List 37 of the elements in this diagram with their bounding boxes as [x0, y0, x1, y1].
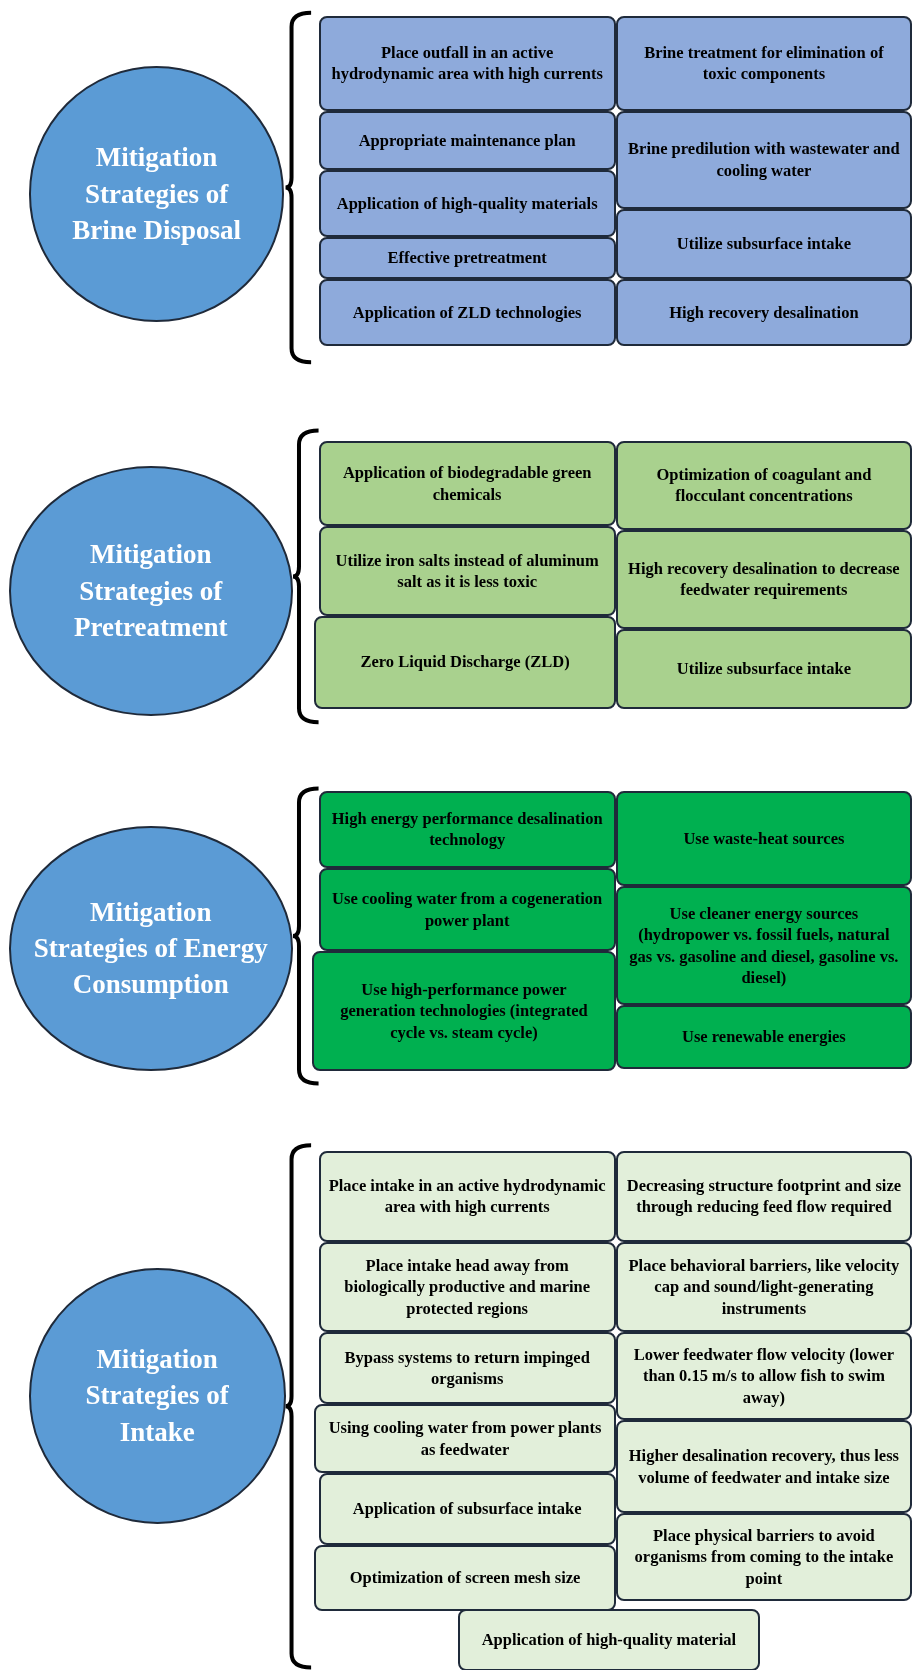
strategy-box: Zero Liquid Discharge (ZLD) — [314, 615, 616, 709]
strategy-box: Higher desalination recovery, thus less volume of feedwater and intake size — [615, 1420, 912, 1513]
strategy-box: Use cooling water from a cogeneration power plant — [318, 868, 616, 952]
category-circle: Mitigation Strategies of Energy Consumption — [8, 825, 293, 1071]
strategy-box: Optimization of coagulant and flocculant concentrations — [615, 441, 912, 530]
strategy-box: Decreasing structure footprint and size through reducing feed flow required — [615, 1150, 912, 1243]
strategy-box: Use high-performance power generation technologies (integrated cycle vs. steam cycle) — [312, 951, 616, 1071]
strategy-box: Use waste-heat sources — [615, 790, 912, 887]
strategy-box: Brine treatment for elimination of toxic components — [615, 15, 912, 111]
category-circle: Mitigation Strategies of Brine Disposal — [28, 66, 285, 322]
strategy-box: Place physical barriers to avoid organisms from coming to the intake point — [615, 1512, 912, 1602]
strategy-box: Lower feedwater flow velocity (lower than 0.15 m/s to allow fish to swim away) — [615, 1331, 912, 1421]
strategy-box: Place intake in an active hydrodynamic area with high currents — [318, 1150, 616, 1243]
strategy-box: Utilize subsurface intake — [615, 208, 912, 280]
strategy-box: Utilize iron salts instead of aluminum salt as it is less toxic — [318, 526, 616, 616]
strategy-box: Brine predilution with wastewater and cooling water — [615, 110, 912, 209]
strategy-box: Use renewable energies — [615, 1004, 912, 1069]
category-circle: Mitigation Strategies of Intake — [28, 1267, 286, 1524]
strategy-box: Application of biodegradable green chemicals — [318, 441, 616, 527]
strategy-box: Application of high-quality materials — [318, 170, 616, 237]
strategy-box: Appropriate maintenance plan — [318, 110, 616, 171]
strategy-box: Effective pretreatment — [318, 236, 616, 280]
strategy-box: Place behavioral barriers, like velocity cap and sound/light-generating instruments — [615, 1242, 912, 1332]
strategy-box: Application of ZLD technologies — [318, 279, 616, 347]
strategy-box: Bypass systems to return impinged organisms — [318, 1331, 616, 1405]
strategy-box: Place outfall in an active hydrodynamic area with high currents — [318, 15, 616, 111]
strategy-box: Place intake head away from biologically productive and marine protected regions — [318, 1242, 616, 1332]
strategy-box: Optimization of screen mesh size — [314, 1544, 616, 1611]
strategy-box: Application of high-quality material — [458, 1608, 760, 1670]
strategy-box: Use cleaner energy sources (hydropower vs. fossil fuels, natural gas vs. gasoline and diesel, gasoline vs. diesel) — [615, 886, 912, 1005]
strategy-box: High recovery desalination to decrease feedwater requirements — [615, 529, 912, 629]
strategy-box: Utilize subsurface intake — [615, 628, 912, 709]
strategy-box: High recovery desalination — [615, 279, 912, 347]
category-circle: Mitigation Strategies of Pretreatment — [8, 465, 293, 716]
strategy-box: Using cooling water from power plants as feedwater — [314, 1404, 616, 1474]
strategy-box: Application of subsurface intake — [318, 1473, 616, 1545]
strategy-box: High energy performance desalination technology — [318, 790, 616, 869]
